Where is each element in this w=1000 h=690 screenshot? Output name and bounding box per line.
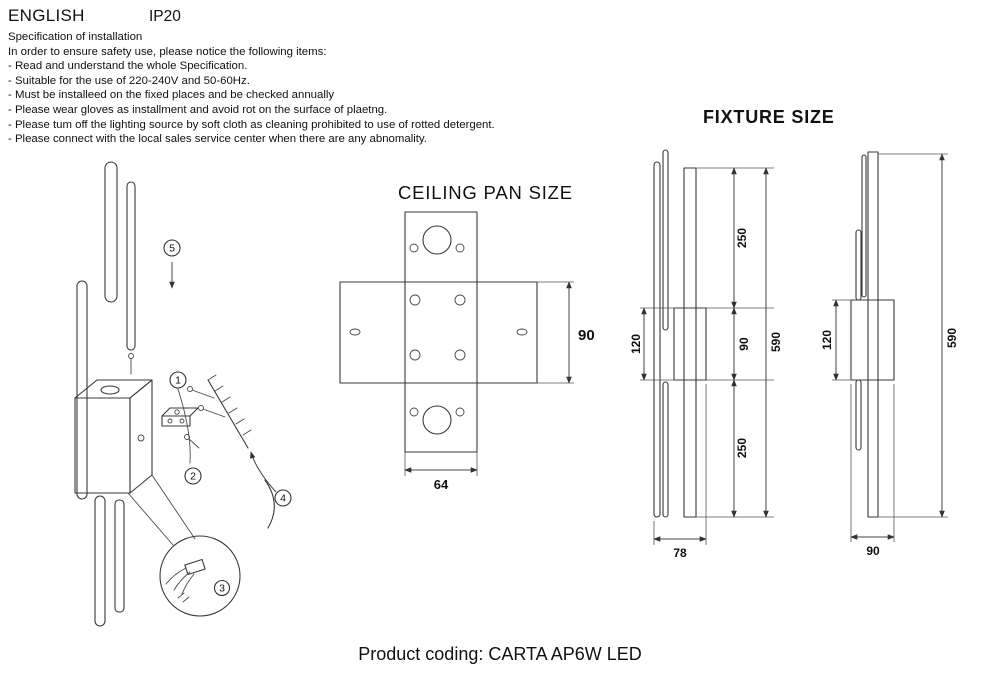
step-callout-4: 4 xyxy=(249,451,292,529)
dimension-body-120: 120 xyxy=(820,299,851,381)
dimension-height: 90 xyxy=(537,281,595,384)
dim-label-250-top: 250 xyxy=(735,228,749,248)
spec-block: Specification of installation In order t… xyxy=(8,30,495,147)
dim-label-120: 120 xyxy=(629,334,643,354)
installation-drawing: 5 1 2 4 3 xyxy=(74,161,292,627)
step-callout-5: 5 xyxy=(163,239,181,289)
spec-intro: In order to ensure safety use, please no… xyxy=(8,45,327,58)
lamp-tubes-bottom xyxy=(94,495,125,627)
step-number: 1 xyxy=(175,375,181,387)
dim-label-590: 590 xyxy=(769,332,783,352)
wiring-detail-circle: 3 xyxy=(127,474,241,617)
dim-label-90: 90 xyxy=(866,544,880,558)
fixture-size-title: FIXTURE SIZE xyxy=(703,107,835,127)
lamp-tubes-top xyxy=(76,161,136,500)
spec-item: - Please wear gloves as installment and … xyxy=(8,103,388,116)
dimension-total-590: 590 xyxy=(878,153,959,518)
step-number: 3 xyxy=(219,583,225,595)
step-callout-2: 2 xyxy=(184,467,202,485)
wall-hatching xyxy=(187,374,252,449)
mounting-bracket xyxy=(161,407,200,449)
dimension-depth-78: 78 xyxy=(653,384,707,560)
dim-label-120: 120 xyxy=(820,330,834,350)
dim-label-590: 590 xyxy=(945,328,959,348)
product-coding: Product coding: CARTA AP6W LED xyxy=(358,644,642,664)
step-callout-1: 1 xyxy=(169,371,191,464)
step-number: 2 xyxy=(190,471,196,483)
dim-label-90: 90 xyxy=(578,327,595,344)
header-language: ENGLISH xyxy=(8,6,85,25)
fixture-side-drawing: 120 590 90 xyxy=(820,151,959,558)
dimension-width: 64 xyxy=(404,452,478,492)
dim-label-64: 64 xyxy=(434,477,449,492)
spec-item: - Please tum off the lighting source by … xyxy=(8,118,495,131)
fixture-front-outline xyxy=(653,149,707,518)
step-callout-3: 3 xyxy=(213,579,231,597)
step-number: 5 xyxy=(169,243,175,255)
ceiling-plate-outline xyxy=(339,211,538,453)
dimension-segments: 250 90 250 xyxy=(696,167,774,518)
mounting-holes xyxy=(349,225,528,435)
step-number: 4 xyxy=(280,493,286,505)
fixture-front-drawing: 120 250 90 250 590 78 xyxy=(629,149,783,560)
dimension-width-90: 90 xyxy=(850,384,895,558)
dimension-total-590: 590 xyxy=(763,167,783,518)
fixture-side-outline xyxy=(850,151,895,518)
spec-item: - Read and understand the whole Specific… xyxy=(8,60,248,73)
ceiling-pan-drawing: 90 64 xyxy=(339,211,595,492)
dimension-body-120: 120 xyxy=(629,307,674,381)
spec-item: - Please connect with the local sales se… xyxy=(8,133,427,146)
dim-label-250-bottom: 250 xyxy=(735,438,749,458)
dim-label-78: 78 xyxy=(673,546,687,560)
dim-label-90-mid: 90 xyxy=(737,337,751,351)
spec-item: - Must be installeed on the fixed places… xyxy=(8,89,335,102)
spec-item: - Suitable for the use of 220-240V and 5… xyxy=(8,74,250,87)
spec-title: Specification of installation xyxy=(8,31,143,43)
ceiling-pan-title: CEILING PAN SIZE xyxy=(398,182,573,203)
ip-rating: IP20 xyxy=(149,8,181,25)
